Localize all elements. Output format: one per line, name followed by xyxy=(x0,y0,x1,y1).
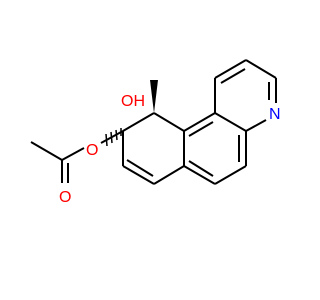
bond-c2-c3 xyxy=(245,59,277,79)
bond-c11b-c4a xyxy=(214,112,247,132)
bond-carbonyl-ester-o xyxy=(61,147,85,161)
structure-diagram: OH O O N xyxy=(30,59,281,206)
hydroxyl-label: OH xyxy=(121,93,145,110)
carbonyl-oxygen-label: O xyxy=(59,189,71,206)
bond-c6-c7-b xyxy=(188,160,214,177)
bond-c9-c8-b xyxy=(126,159,154,177)
bond-c1-c2-b xyxy=(220,68,246,84)
bond-c6-c7-a xyxy=(183,165,216,185)
bond-c11-c10 xyxy=(122,112,155,132)
bond-c9-c8-a xyxy=(122,165,155,185)
bond-c5-c6 xyxy=(214,165,247,185)
stereo-wedge-c11 xyxy=(150,80,158,113)
bond-methyl-carbonyl xyxy=(30,141,63,161)
bond-c11a-c11b-b xyxy=(188,121,214,137)
bond-c11a-c11 xyxy=(153,112,185,132)
molecule-drawing: OH O O N xyxy=(30,59,281,206)
bond-c1-c2-a xyxy=(214,59,247,79)
stereo-hash-c10 xyxy=(105,128,122,147)
ester-oxygen-label: O xyxy=(86,142,98,159)
bond-n-c4a xyxy=(245,119,267,132)
bond-c11a-c11b-a xyxy=(183,112,216,132)
nitrogen-label: N xyxy=(269,106,281,123)
bond-c8-c7a xyxy=(153,165,185,185)
